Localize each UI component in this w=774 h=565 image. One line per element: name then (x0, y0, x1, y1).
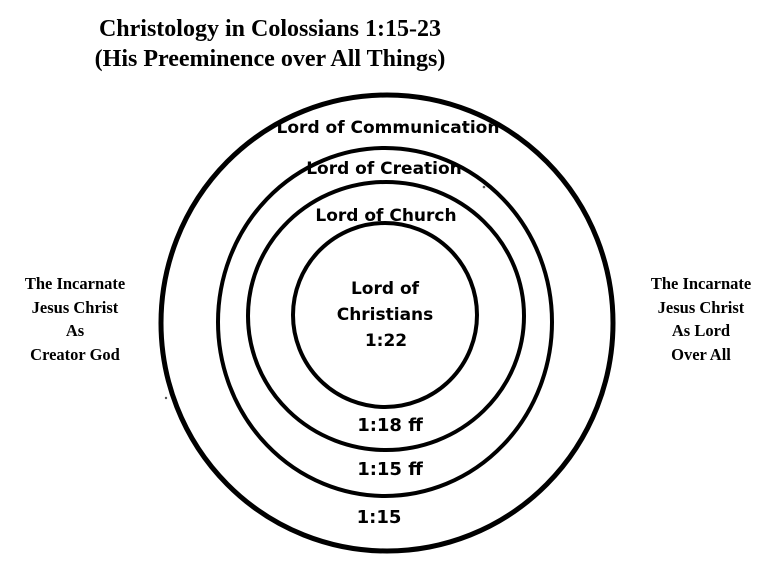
second-ring-reference: 1:15 ff (357, 459, 423, 480)
left-note: The Incarnate Jesus Christ As Creator Go… (0, 272, 150, 366)
third-ring-label: Lord of Church (315, 206, 456, 226)
right-note-line: As Lord (671, 321, 731, 340)
left-note-line: Jesus Christ (31, 297, 119, 317)
inner-ring-label-line1: Lord of (351, 279, 420, 299)
third-ring-reference: 1:18 ff (357, 415, 423, 436)
second-ring-label: Lord of Creation (306, 159, 462, 179)
right-note-line: Over All (671, 344, 731, 364)
inner-ring-label-line2: Christians (337, 305, 434, 325)
scan-speck (164, 396, 168, 400)
diagram-subtitle: (His Preeminence over All Things) (94, 46, 446, 72)
diagram-title: Christology in Colossians 1:15-23 (98, 16, 442, 42)
outer-ring-label: Lord of Communication (277, 118, 500, 138)
left-note-line: The Incarnate (24, 274, 126, 293)
left-note-line: Creator God (30, 344, 120, 364)
second-ring (216, 146, 554, 498)
left-note-line: As (65, 321, 85, 340)
third-ring (246, 180, 526, 452)
outer-ring (158, 92, 616, 554)
right-note-line: Jesus Christ (657, 297, 745, 317)
outer-ring-reference: 1:15 (357, 507, 402, 528)
inner-ring (291, 221, 479, 409)
scan-speck (482, 185, 486, 189)
right-note-line: The Incarnate (650, 274, 752, 293)
right-note: The Incarnate Jesus Christ As Lord Over … (626, 272, 774, 366)
inner-ring-reference: 1:22 (365, 331, 407, 351)
